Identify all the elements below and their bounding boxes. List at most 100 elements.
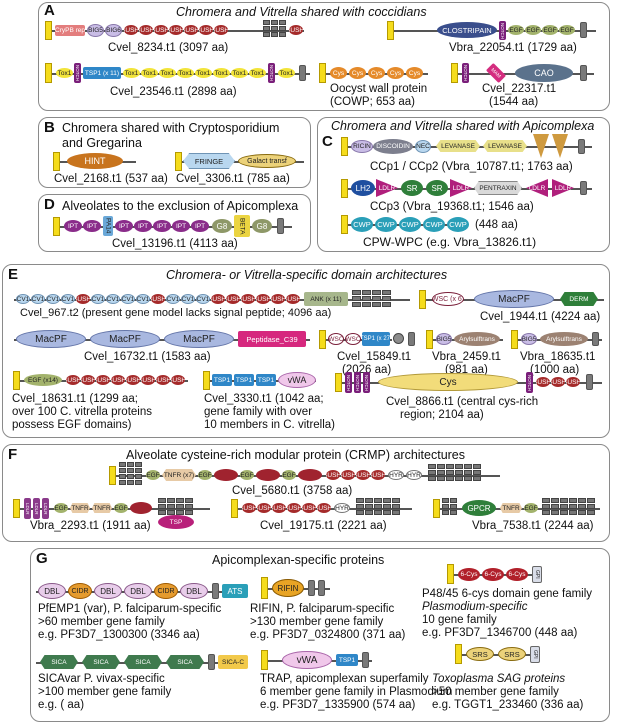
caption-cvel-2168: Cvel_2168.t1 (537 aa) — [54, 173, 168, 185]
caption-cvel-22317-1: Cvel_22317.t1 — [482, 83, 557, 95]
caption-cvel-1944: Cvel_1944.t1 (4224 aa) — [480, 311, 601, 323]
caption-vbra-2459-1: Vbra_2459.t1 — [432, 351, 502, 363]
tsp-domain: TSP — [158, 515, 194, 529]
beta-domain: BETA — [234, 215, 250, 237]
ank-domain: ANK (x 11) — [304, 292, 348, 306]
signal-peptide — [13, 371, 20, 390]
sushi-domain: SUSHI — [226, 294, 240, 304]
dbl-domain: DBL — [180, 583, 208, 599]
dbl-domain: DBL — [94, 583, 122, 599]
panel-c-label: C — [322, 133, 333, 150]
peptidase-domain: Peptidase_C39 — [238, 331, 306, 347]
tox1-domain: Tox1 — [278, 68, 295, 78]
sushi-domain: SUSHI — [151, 294, 165, 304]
sushi-domain: SUSHI — [141, 375, 155, 385]
tm-repeat-block — [428, 464, 481, 481]
tm-repeat-block — [542, 498, 595, 515]
tm-block — [580, 22, 587, 38]
cv1-domain: CV1 — [106, 294, 120, 304]
tm-repeat-block — [158, 498, 193, 515]
panel-e-label: E — [8, 266, 19, 283]
caption-sicavar-3: e.g. ( aa) — [38, 699, 85, 711]
tm-block — [580, 65, 587, 81]
hyr-domain: HYR — [334, 503, 350, 513]
cv1-domain: CV1 — [31, 294, 45, 304]
lectin-domain — [256, 469, 280, 481]
caption-sicavar-1: SICAvar P. vivax-specific — [38, 673, 165, 685]
cv1-domain: CV1 — [61, 294, 75, 304]
dbl-domain: DBL — [38, 583, 66, 599]
sushi-domain: SUSHI — [289, 25, 303, 35]
cys-domain: Cys — [378, 373, 518, 391]
panel-g-label: G — [36, 550, 48, 567]
caption-cvel-8866-1: Cvel_8866.t1 (central cys-rich — [386, 396, 539, 408]
tm-block — [277, 218, 284, 234]
panel-a — [38, 2, 610, 111]
tnfr-domain: TNFR (x7) — [162, 469, 196, 481]
g8-domain: G8 — [252, 219, 272, 233]
caption-ccp1: CCp1 / CCp2 (Vbra_10787.t1; 1763 aa) — [370, 161, 573, 173]
signal-peptide — [319, 63, 326, 83]
tm-repeat-block — [263, 20, 286, 37]
signal-peptide — [511, 330, 518, 349]
sushi-domain: SUSHI — [242, 503, 256, 513]
egf-domain: EGF — [240, 470, 254, 480]
signal-peptide — [45, 21, 52, 40]
cv1-domain: CV1 — [166, 294, 180, 304]
tm-repeat-block — [119, 462, 142, 485]
derm-domain: DERM — [560, 292, 598, 306]
cv1-domain: CV1 — [46, 294, 60, 304]
cv1-domain: CV1 — [16, 294, 30, 304]
lh2-domain: LH2 — [351, 180, 375, 196]
sushi-domain: SUSHI — [257, 503, 271, 513]
ats-domain: ATS — [222, 584, 248, 598]
ipt-domain: IPT — [153, 220, 171, 232]
sushi-domain: SUSHI — [171, 375, 185, 385]
caption-cvel-13196: Cvel_13196.t1 (4113 aa) — [112, 238, 238, 250]
caption-sag-2: >50 member gene family — [432, 686, 559, 698]
tm-block — [580, 181, 587, 195]
caption-trap-3: e.g. PF3D7_1335900 (574 aa) — [260, 699, 416, 711]
gpi-domain: GPI — [532, 566, 542, 583]
sushi-domain: SUSHI — [66, 375, 80, 385]
sushi-domain: SUSHI — [317, 503, 331, 513]
tm-repeat-block — [356, 498, 400, 515]
egf-domain: EGF — [542, 25, 558, 35]
panel-b-title-2: and Gregarina — [62, 136, 142, 150]
tsp1-domain: TSP1 (x 11) — [83, 67, 121, 79]
notch-domain: LDLR — [33, 498, 40, 519]
egf-domain: EGF (x14) — [24, 374, 62, 386]
cys-domain: Cys — [368, 67, 385, 79]
caption-sag-1: Toxoplasma SAG proteins — [432, 673, 566, 685]
big5-domain: BIG5 — [436, 333, 452, 345]
panel-d-label: D — [44, 196, 55, 213]
notch-domain: LDLR — [42, 498, 49, 519]
macpf-domain: MacPF — [474, 290, 554, 308]
sushi-domain: SUSHI — [566, 377, 580, 387]
sushi-domain: SUSHI — [139, 25, 153, 35]
caption-cvel-967: Cvel_967.t2 (present gene model lacks si… — [20, 307, 332, 319]
cidr-domain: CIDR — [68, 583, 92, 599]
tox1-domain: Tox1 — [249, 68, 266, 78]
egf-domain: EGF — [114, 503, 128, 513]
signal-peptide — [261, 650, 268, 670]
nec-domain: NEC — [415, 140, 431, 153]
sr-domain: SR — [426, 180, 448, 196]
fringe-domain: FRINGE — [183, 153, 235, 169]
panel-b-label: B — [44, 119, 55, 136]
cwp-domain: CWP — [447, 217, 469, 232]
sixcys-domain: 6-Cys — [482, 568, 504, 581]
caption-448: (448 aa) — [475, 219, 518, 231]
sushi-domain: SUSHI — [199, 25, 213, 35]
panel-f-title: Alveolate cysteine-rich modular protein … — [126, 448, 466, 462]
notch-domain: NOTCH — [499, 21, 506, 40]
tm-block — [318, 580, 325, 596]
galact-transf-domain: Galact transf — [238, 154, 296, 168]
cv1-domain: CV1 — [196, 294, 210, 304]
cao-domain: CAO — [515, 64, 573, 82]
caption-p4845-1: P48/45 6-cys domain gene family — [422, 588, 593, 600]
sushi-domain: SUSHI — [241, 294, 255, 304]
lectin-domain — [214, 469, 238, 481]
tox1-domain: Tox1 — [159, 68, 176, 78]
sica-domain: SICA — [40, 655, 78, 669]
